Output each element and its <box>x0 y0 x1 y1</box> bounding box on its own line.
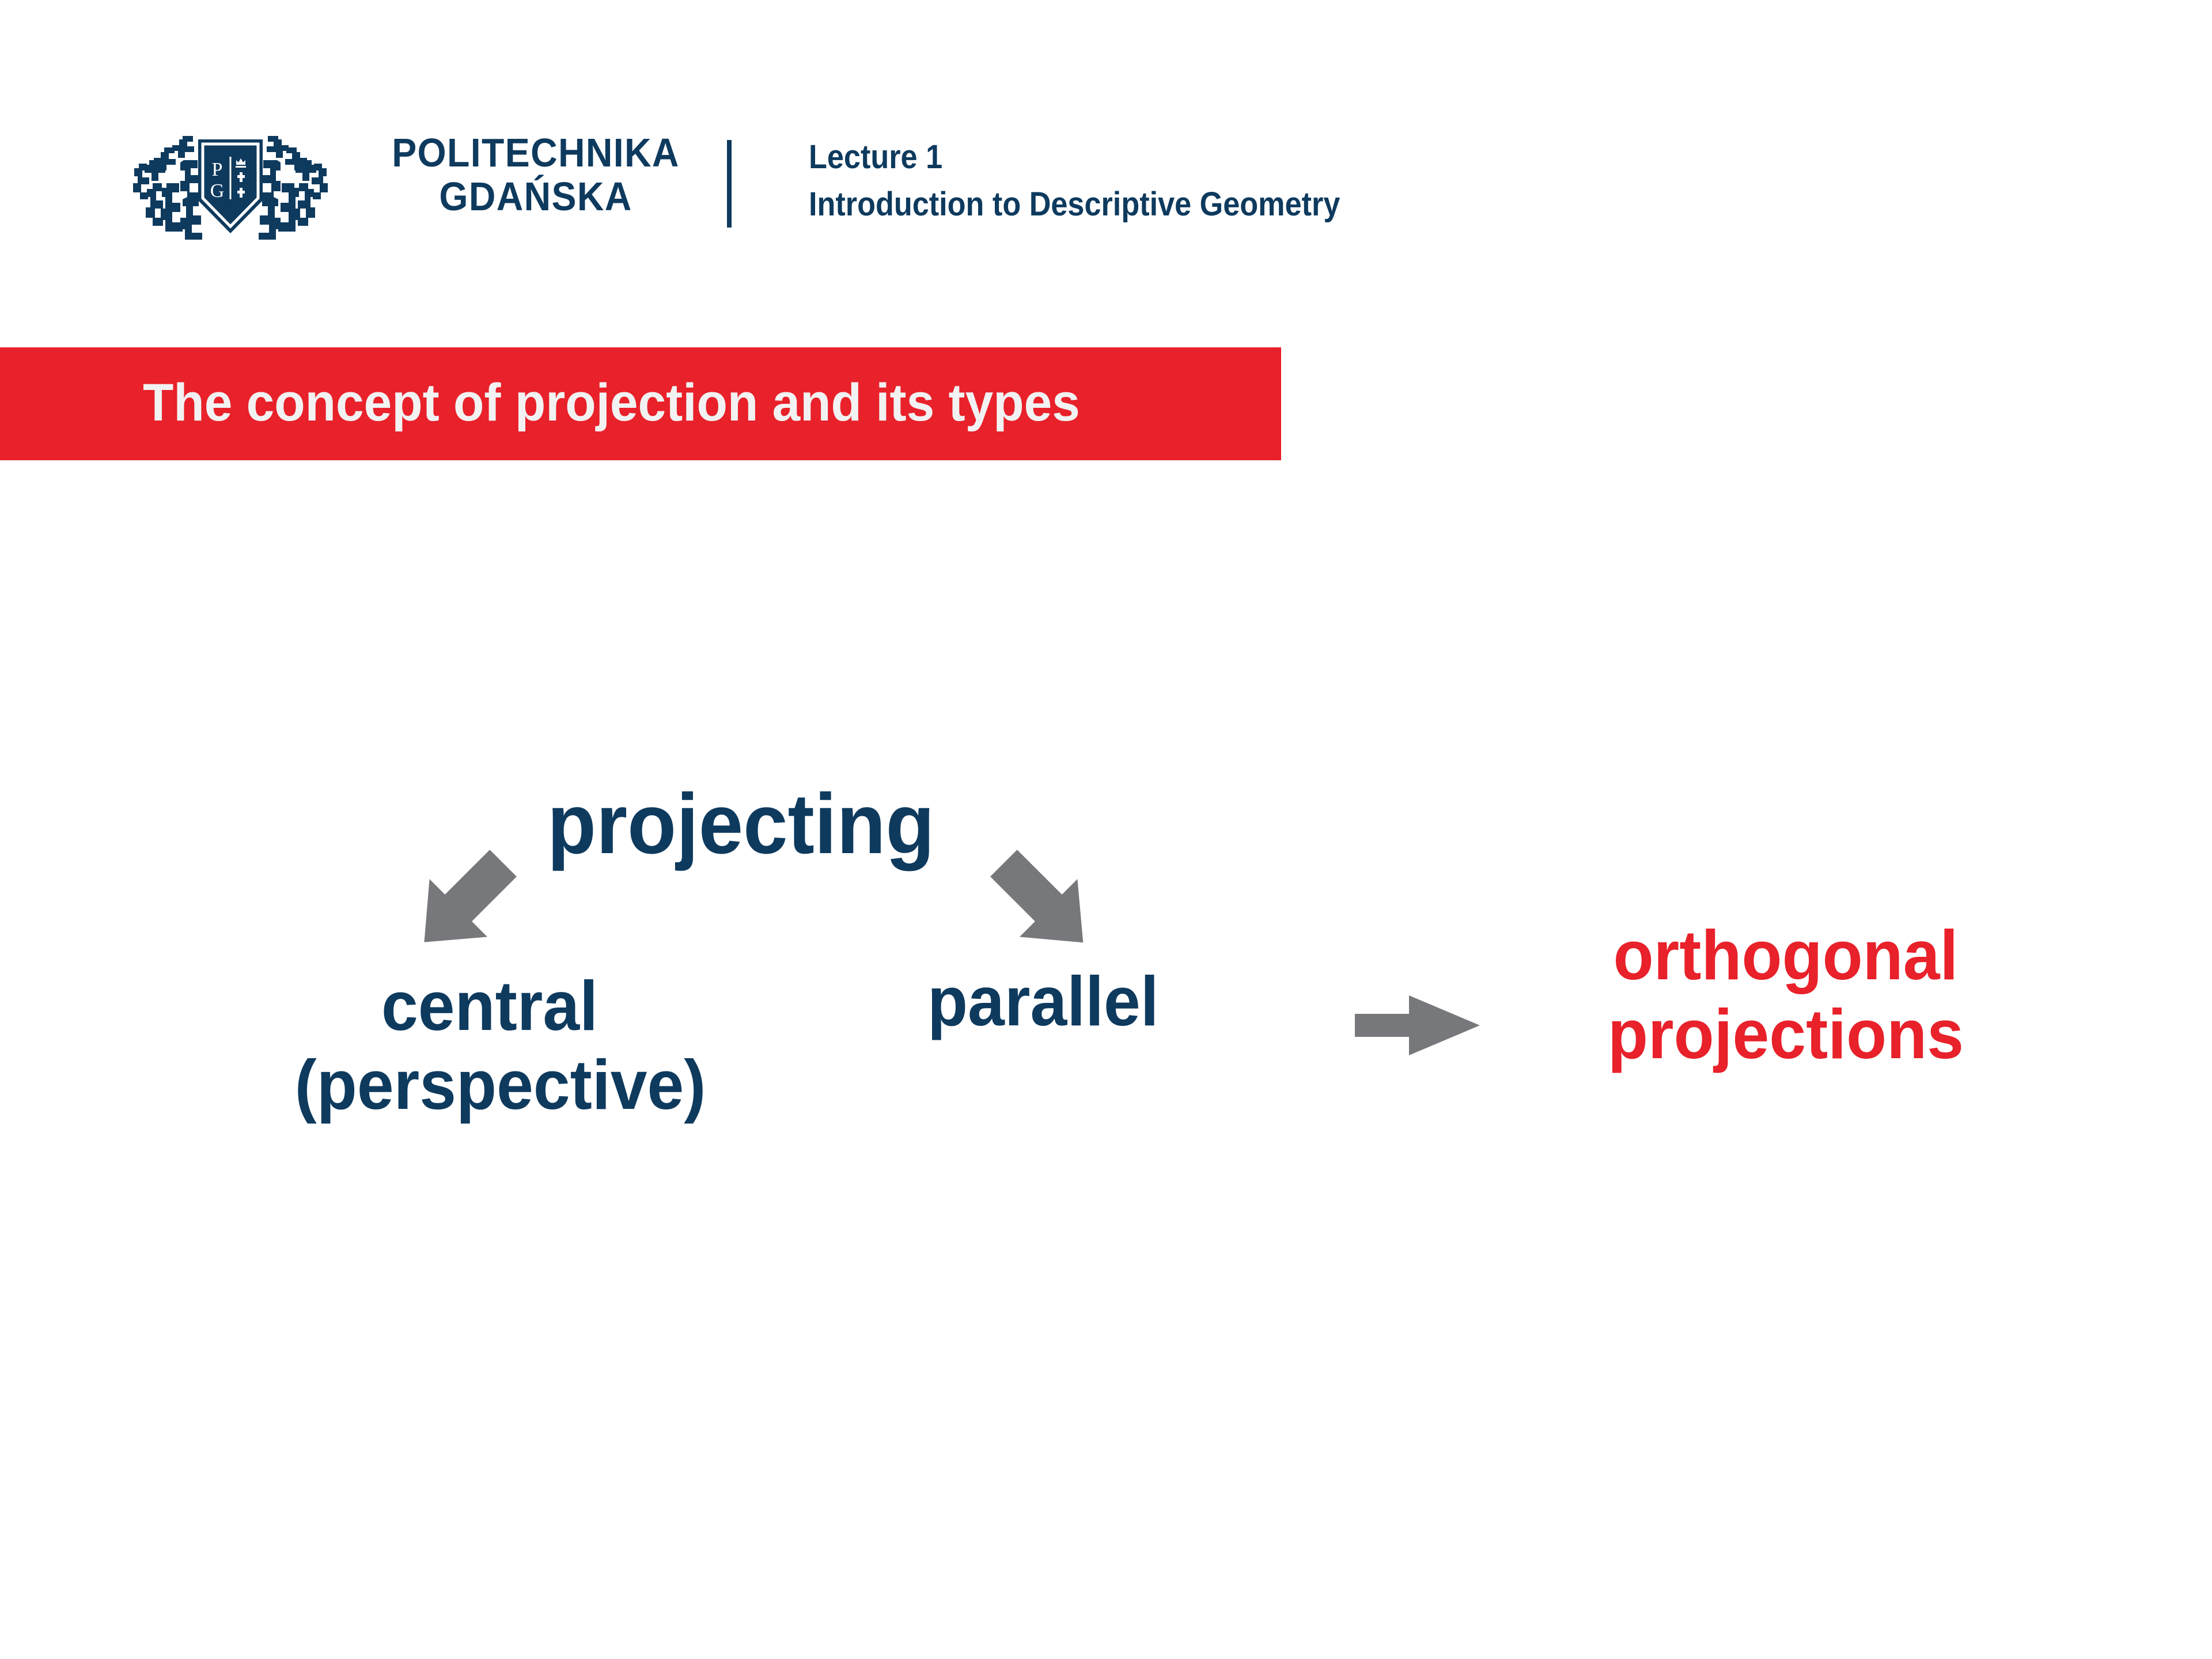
header-divider <box>727 140 732 228</box>
wordmark-line-1: POLITECHNIKA <box>392 130 680 175</box>
diagram-label-central-line-1: central <box>381 967 599 1045</box>
arrow-down-left-icon <box>424 850 517 942</box>
diagram-root-label: projecting <box>547 777 935 872</box>
svg-text:P: P <box>212 159 223 180</box>
slide-header: P G POLITECHNIKA GDAŃSKA Lecture 1 Intro… <box>0 0 2212 300</box>
arrow-right-icon <box>1355 995 1480 1055</box>
diagram-label-orthogonal-line-2: projections <box>1607 994 1964 1073</box>
lecture-number: Lecture 1 <box>809 138 943 176</box>
section-banner: The concept of projection and its types <box>0 347 1281 460</box>
arrow-down-right-icon <box>990 850 1084 943</box>
lecture-title: Introduction to Descriptive Geometry <box>809 185 1340 224</box>
section-banner-title: The concept of projection and its types <box>143 373 1080 432</box>
politechnika-gdanska-crest-icon: P G <box>130 128 331 240</box>
lecture-heading: Lecture 1 Introduction to Descriptive Ge… <box>809 134 1399 229</box>
diagram-label-central: central (perspective) <box>282 967 706 1124</box>
projection-types-diagram: projecting central (perspective) paralle… <box>0 726 2212 1244</box>
diagram-label-orthogonal: orthogonal projections <box>1521 916 2051 1073</box>
university-wordmark: POLITECHNIKA GDAŃSKA <box>374 131 697 218</box>
wordmark-line-2: GDAŃSKA <box>439 173 632 219</box>
svg-text:G: G <box>210 180 225 202</box>
diagram-label-parallel: parallel <box>927 962 1159 1040</box>
diagram-label-orthogonal-line-1: orthogonal <box>1613 916 1959 994</box>
diagram-label-central-line-2: (perspective) <box>294 1045 706 1124</box>
